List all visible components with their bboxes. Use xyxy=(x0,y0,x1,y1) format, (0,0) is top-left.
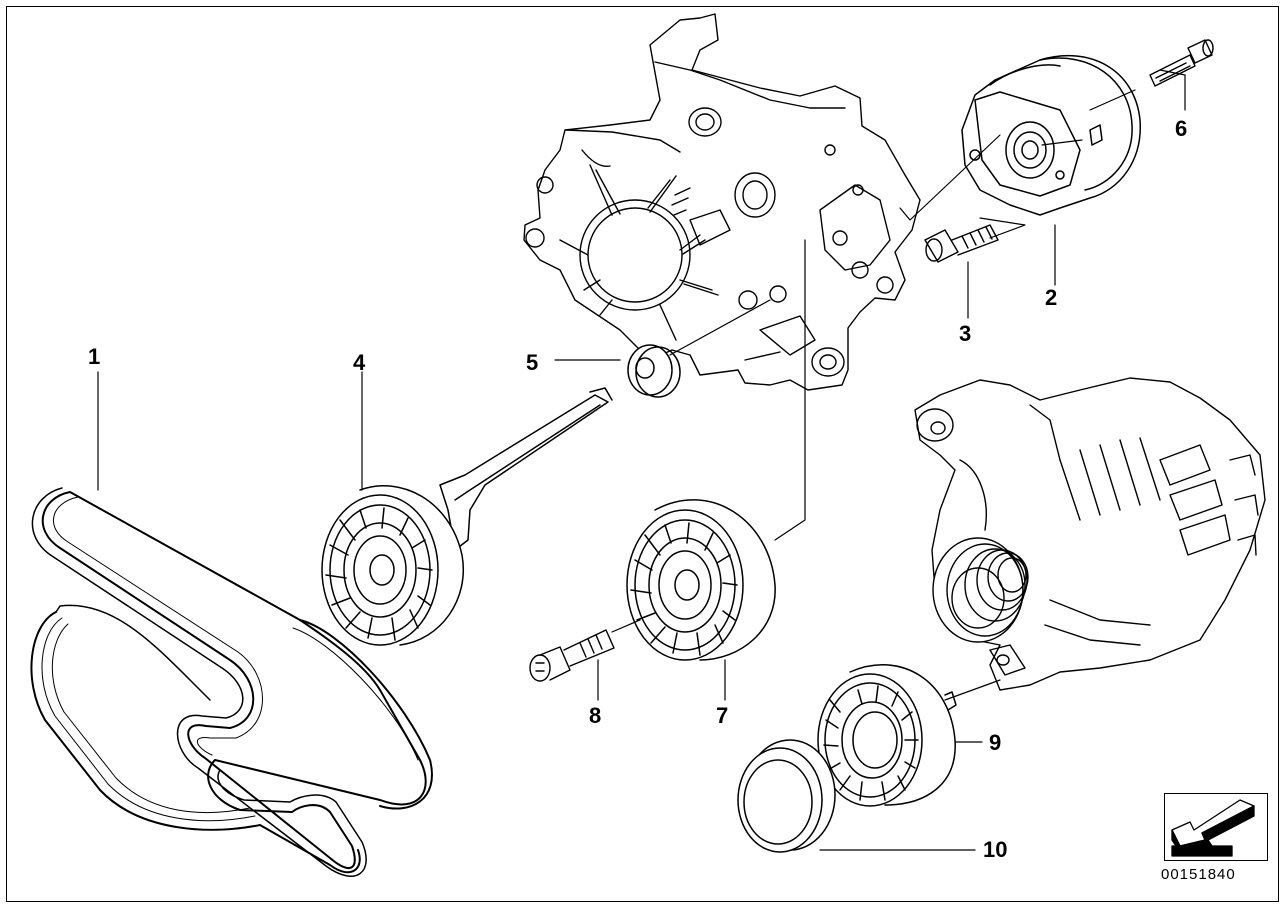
document-number: 00151840 xyxy=(1161,866,1236,883)
callout-6: 6 xyxy=(1175,116,1188,141)
belt-tensioner xyxy=(961,55,1141,216)
callout-10: 10 xyxy=(983,837,1008,862)
idler-pulley-9 xyxy=(817,664,957,807)
callout-4: 4 xyxy=(353,350,366,375)
bolt-8 xyxy=(529,629,615,682)
callout-1: 1 xyxy=(88,344,101,369)
engine-timing-cover xyxy=(523,13,921,391)
arrow-down-left-icon xyxy=(1171,799,1255,857)
idler-pulley-7 xyxy=(626,499,776,661)
navigation-button[interactable] xyxy=(1164,793,1268,861)
drive-belt xyxy=(30,487,433,877)
callout-3: 3 xyxy=(959,321,972,346)
callout-2: 2 xyxy=(1045,285,1058,310)
leader-lines xyxy=(97,69,1186,851)
washer-5 xyxy=(627,344,681,398)
callout-8: 8 xyxy=(589,703,602,728)
bolt-6 xyxy=(1149,39,1214,87)
callout-9: 9 xyxy=(989,730,1002,755)
alternator xyxy=(914,377,1266,691)
diagram-frame xyxy=(6,6,1279,902)
idler-pulley-4 xyxy=(321,387,613,646)
bolt-3 xyxy=(924,224,999,263)
dust-cap-10 xyxy=(737,739,836,853)
callout-5: 5 xyxy=(526,350,539,375)
callout-7: 7 xyxy=(716,703,729,728)
